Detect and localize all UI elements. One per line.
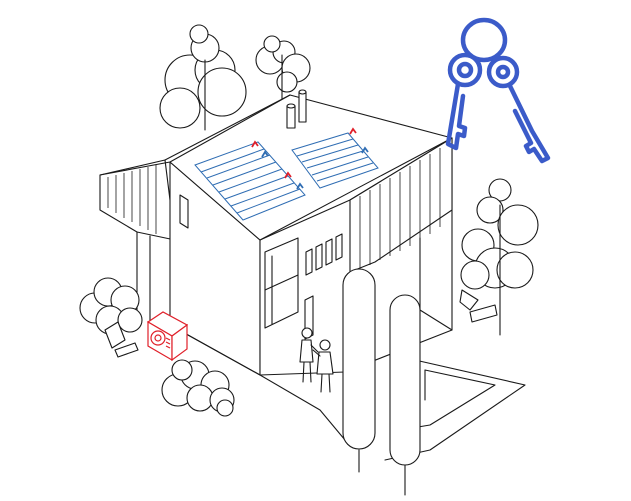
tree-icon-top-center (255, 35, 311, 101)
tree-icon-bush-left (79, 277, 143, 358)
tree-icon-cypress-left (342, 268, 376, 473)
heat-pump-icon (146, 311, 189, 362)
solar-connectors (251, 127, 369, 190)
solar-panel-icon-left (194, 141, 306, 221)
tree-icon-bush-bottom (161, 359, 235, 417)
carport (349, 137, 453, 311)
keys-icon (445, 17, 551, 164)
solar-panel-icon-right (291, 132, 379, 189)
tree-icon-cypress-right (389, 294, 421, 496)
tree-icon-top-left (159, 24, 247, 131)
tree-icon-right (459, 178, 539, 336)
front-facade (264, 233, 343, 340)
chimney (286, 89, 307, 129)
person-icon-left (299, 327, 319, 383)
window-left (179, 194, 189, 229)
person-icon-right (312, 339, 334, 393)
